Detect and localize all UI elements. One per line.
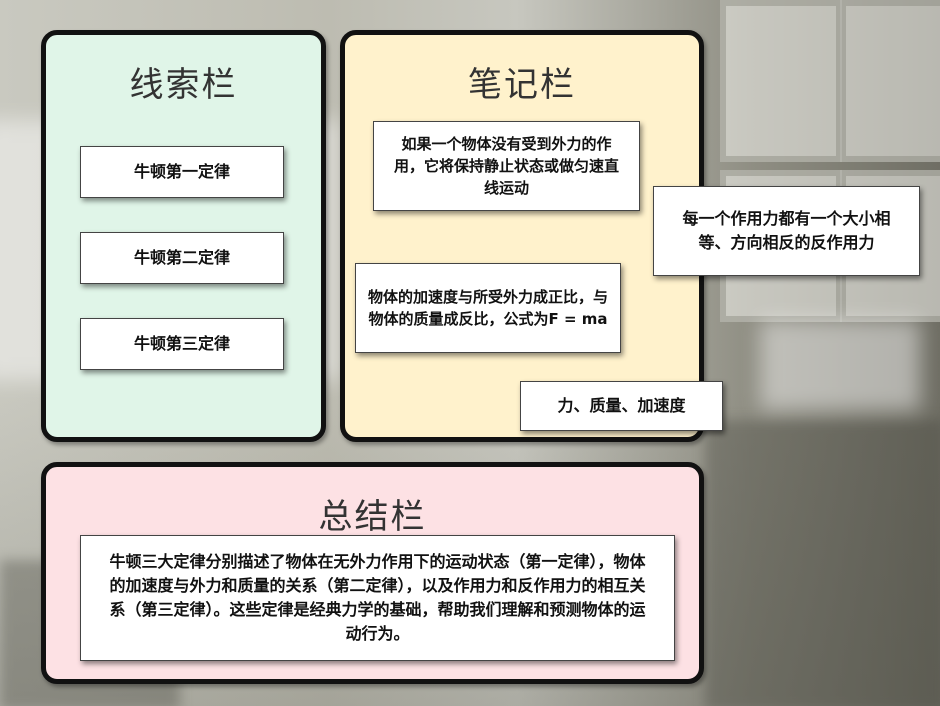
cue-column-title: 线索栏 [129,65,238,105]
cue-item-first-law: 牛顿第一定律 [80,146,284,198]
cue-item-third-law: 牛顿第三定律 [80,318,284,370]
notes-column-panel: 笔记栏 [340,30,704,442]
note-third-law: 每一个作用力都有一个大小相等、方向相反的反作用力 [653,186,920,276]
note-second-law: 物体的加速度与所受外力成正比，与物体的质量成反比，公式为F = ma [355,263,621,353]
summary-text-box: 牛顿三大定律分别描述了物体在无外力作用下的运动状态（第一定律），物体的加速度与外… [80,535,675,661]
summary-text: 牛顿三大定律分别描述了物体在无外力作用下的运动状态（第一定律），物体的加速度与外… [109,552,646,643]
cue-item-second-law: 牛顿第二定律 [80,232,284,284]
notes-column-title: 笔记栏 [468,65,576,105]
summary-title: 总结栏 [318,497,427,537]
note-keywords: 力、质量、加速度 [520,381,723,431]
note-first-law: 如果一个物体没有受到外力的作用，它将保持静止状态或做匀速直线运动 [373,121,640,211]
